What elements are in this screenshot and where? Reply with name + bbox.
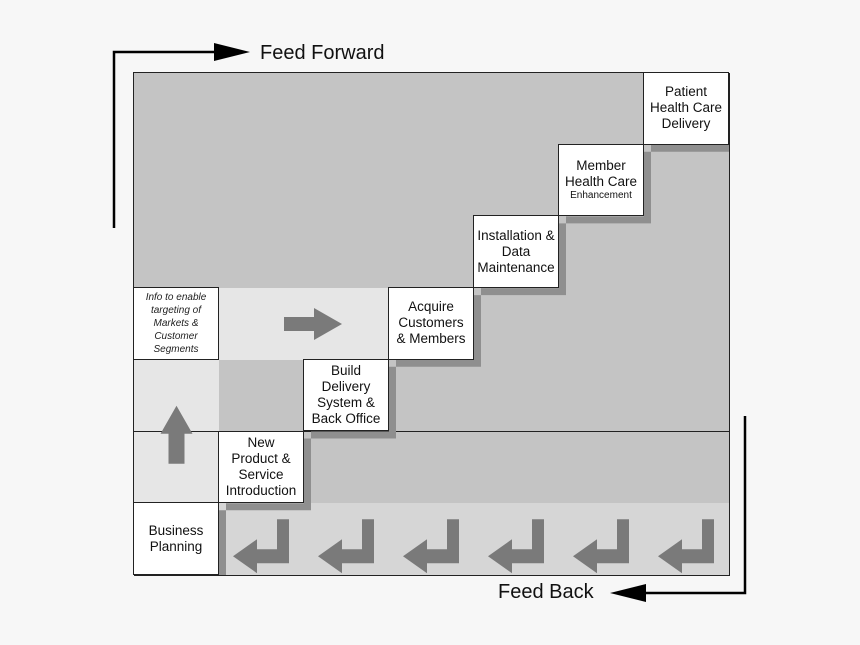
grid-cell [644,216,730,290]
grid-cell [644,288,730,361]
grid-cell [474,144,560,218]
grid-cell [644,503,730,576]
step-label-line: Customers [398,315,464,331]
info-note-line: Segments [153,343,199,355]
grid-cell [134,144,220,218]
grid-cell [644,144,730,218]
info-note-line: Customer [154,330,198,342]
step-label-line: Delivery [661,116,711,132]
step-label-line: Build [330,363,362,379]
return-arrow-icon [403,519,459,574]
step-label-line: New [247,434,275,450]
step-label-line: Acquire [408,299,454,315]
grid-cell [134,216,220,290]
step-label-line: Back Office [311,411,381,427]
grid-cell [644,431,730,505]
grid-cell [219,503,305,576]
grid-cell [304,216,390,290]
grid-cell [474,503,560,576]
step-label-line: Planning [149,538,203,554]
grid-cell [559,503,645,576]
step-label-line: Installation & [477,227,555,243]
grid-cell [559,73,645,146]
info-note-line: Info to enable [145,291,207,303]
info-note-line: Markets & [153,317,199,329]
grid-cell [389,359,475,433]
step-label-line: Member [576,158,626,174]
return-arrow-icon [488,519,544,574]
grid-cell [304,73,390,146]
step-label-line: Product & [231,450,291,466]
step-label-small: Enhancement [570,190,632,202]
step-label-line: Health Care [564,174,638,190]
grid-cell [304,144,390,218]
up-arrow-icon [160,405,193,464]
step-label-line: Service [238,466,284,482]
grid-cell [559,431,645,505]
grid-cell [134,73,220,146]
step-label-line: Business [148,522,204,538]
grid-cell [389,431,475,505]
return-arrow-icon [233,519,289,574]
feed-back-label: Feed Back [498,581,594,603]
step-label-line: Patient [664,84,708,100]
return-arrow-icon [573,519,629,574]
return-arrow-icon [658,519,714,574]
grid-cell [644,359,730,433]
return-arrow-icon [318,519,374,574]
info-note-line: targeting of [150,304,202,316]
step-label-line: Health Care [649,100,723,116]
step-label-line: Delivery [321,379,371,395]
grid-cell [389,503,475,576]
step-label-line: Data [501,243,531,259]
step-label-line: System & [317,395,375,411]
grid-cell [474,288,560,361]
staircase-shadow [141,80,729,575]
step-label-line: Maintenance [477,259,555,275]
grid-cell [559,359,645,433]
step-label-line: Introduction [225,482,297,498]
grid-cell [219,216,305,290]
feed-forward-label: Feed Forward [260,42,385,64]
grid-cell [389,144,475,218]
right-arrow-icon [284,307,342,340]
grid-cell [474,359,560,433]
step-label-line: & Members [396,331,466,347]
